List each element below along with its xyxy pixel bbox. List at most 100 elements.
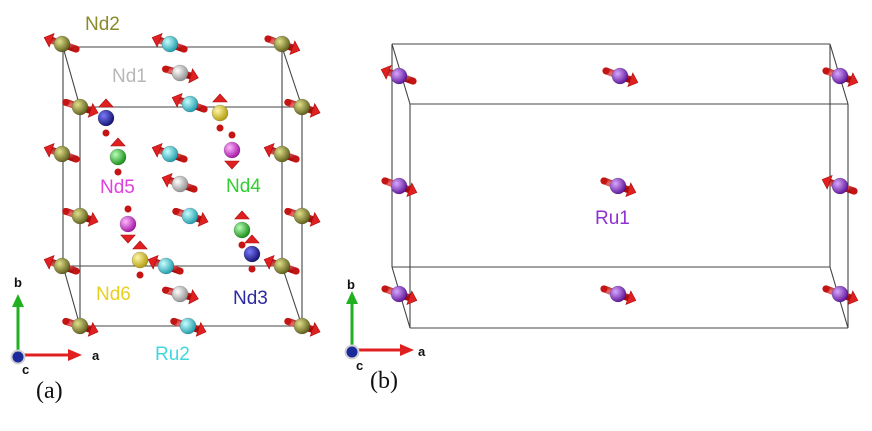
atom-ru1 bbox=[822, 67, 859, 88]
atom-sphere bbox=[171, 175, 189, 193]
atom-sphere bbox=[71, 207, 89, 225]
atom-sphere bbox=[161, 35, 179, 53]
axis-c-marker bbox=[344, 344, 360, 360]
atom-sphere bbox=[161, 145, 179, 163]
atom-nd1 bbox=[162, 285, 199, 305]
atom-nd3 bbox=[243, 234, 261, 273]
moment-arrow-head bbox=[87, 321, 99, 337]
moment-arrow-head bbox=[151, 142, 163, 158]
atom-sphere bbox=[609, 285, 627, 303]
axis-c-label: c bbox=[22, 362, 29, 377]
axis-b-arrowhead bbox=[12, 294, 24, 307]
label-ru2: Ru2 bbox=[155, 344, 190, 365]
moment-arrow-tail bbox=[72, 155, 80, 163]
label-nd1: Nd1 bbox=[112, 66, 147, 87]
axis-a-arrowhead bbox=[400, 344, 414, 356]
atom-nd2 bbox=[263, 142, 300, 163]
moment-arrow-tail bbox=[170, 317, 178, 325]
moment-arrow-head bbox=[309, 321, 321, 337]
label-nd2: Nd2 bbox=[85, 14, 120, 35]
moment-arrow-head bbox=[87, 211, 99, 227]
moment-arrow-head bbox=[309, 102, 321, 118]
atom-sphere bbox=[831, 67, 849, 85]
moment-arrow-tail bbox=[216, 124, 224, 132]
atom-nd2 bbox=[43, 142, 80, 163]
moment-arrow-tail bbox=[292, 155, 300, 163]
atom-nd1 bbox=[162, 64, 199, 84]
moment-arrow-head bbox=[161, 172, 173, 188]
atom-ru1 bbox=[822, 285, 859, 306]
moment-arrow-head bbox=[43, 32, 55, 48]
atom-ru1 bbox=[821, 174, 858, 195]
atom-sphere bbox=[71, 317, 89, 335]
atom-sphere bbox=[179, 317, 197, 335]
atom-nd2 bbox=[263, 254, 300, 275]
moment-arrow-tail bbox=[124, 205, 132, 213]
moment-arrow-tail bbox=[238, 241, 246, 249]
atom-ru2 bbox=[172, 207, 209, 227]
axis-c-marker bbox=[10, 349, 26, 365]
moment-arrow-head bbox=[195, 321, 207, 337]
axes-triad-b: b a c bbox=[344, 277, 426, 373]
label-nd5: Nd5 bbox=[100, 177, 135, 198]
label-ru1: Ru1 bbox=[595, 208, 630, 229]
axis-b-arrowhead bbox=[346, 291, 358, 304]
moment-arrow-tail bbox=[228, 131, 236, 139]
axes-triad-a: b a c bbox=[10, 275, 100, 377]
axis-a-label: a bbox=[418, 344, 426, 359]
moment-arrow-head bbox=[147, 254, 159, 270]
moment-arrow-head bbox=[821, 174, 833, 190]
atom-nd2 bbox=[284, 207, 321, 227]
moment-arrow-tail bbox=[284, 207, 292, 215]
label-nd3: Nd3 bbox=[233, 288, 268, 309]
atom-sphere bbox=[119, 215, 137, 233]
axis-b-label: b bbox=[14, 275, 22, 290]
atom-ru1 bbox=[600, 177, 637, 198]
atom-sphere bbox=[71, 98, 89, 116]
moment-arrow-tail bbox=[248, 265, 256, 273]
moment-arrow-tail bbox=[176, 267, 184, 275]
moment-arrow-head bbox=[212, 93, 228, 103]
atom-nd1 bbox=[161, 172, 198, 193]
moment-arrow-head bbox=[43, 254, 55, 270]
atom-nd2 bbox=[43, 32, 80, 53]
moment-arrow-head bbox=[627, 72, 639, 88]
moment-arrow-head bbox=[625, 182, 637, 198]
moment-arrow-head bbox=[263, 254, 275, 270]
moment-arrow-head bbox=[847, 72, 859, 88]
atom-ru2 bbox=[171, 92, 208, 113]
atom-sphere bbox=[390, 285, 408, 303]
moment-arrow-head bbox=[289, 40, 301, 56]
cell-edge bbox=[62, 265, 81, 327]
moment-arrow-tail bbox=[264, 35, 272, 43]
moment-arrow-head bbox=[406, 182, 418, 198]
atom-sphere bbox=[293, 317, 311, 335]
moment-arrow-head bbox=[120, 234, 136, 244]
moment-arrow-tail bbox=[284, 98, 292, 106]
atom-sphere bbox=[171, 64, 189, 82]
label-nd6: Nd6 bbox=[96, 284, 131, 305]
moment-arrow-tail bbox=[162, 286, 170, 294]
moment-arrow-tail bbox=[822, 285, 830, 293]
atom-ru2 bbox=[147, 254, 184, 275]
moment-arrow-tail bbox=[602, 67, 610, 75]
label-nd4: Nd4 bbox=[226, 176, 261, 197]
atom-sphere bbox=[611, 67, 629, 85]
moment-arrow-head bbox=[406, 290, 418, 306]
atom-sphere bbox=[609, 177, 627, 195]
panel-a-label: (a) bbox=[36, 378, 63, 404]
moment-arrow-tail bbox=[284, 317, 292, 325]
moment-arrow-tail bbox=[180, 45, 188, 53]
atom-nd4 bbox=[109, 137, 127, 176]
moment-arrow-tail bbox=[114, 168, 122, 176]
moment-arrow-tail bbox=[136, 271, 144, 279]
moment-arrow-tail bbox=[381, 285, 389, 293]
moment-arrow-head bbox=[188, 68, 199, 84]
moment-arrow-head bbox=[309, 211, 321, 227]
moment-arrow-tail bbox=[72, 45, 80, 53]
moment-arrow-head bbox=[188, 289, 199, 305]
atom-nd4 bbox=[233, 210, 251, 249]
atom-nd3 bbox=[97, 98, 115, 137]
atom-sphere bbox=[390, 177, 408, 195]
atom-nd2 bbox=[284, 317, 321, 337]
